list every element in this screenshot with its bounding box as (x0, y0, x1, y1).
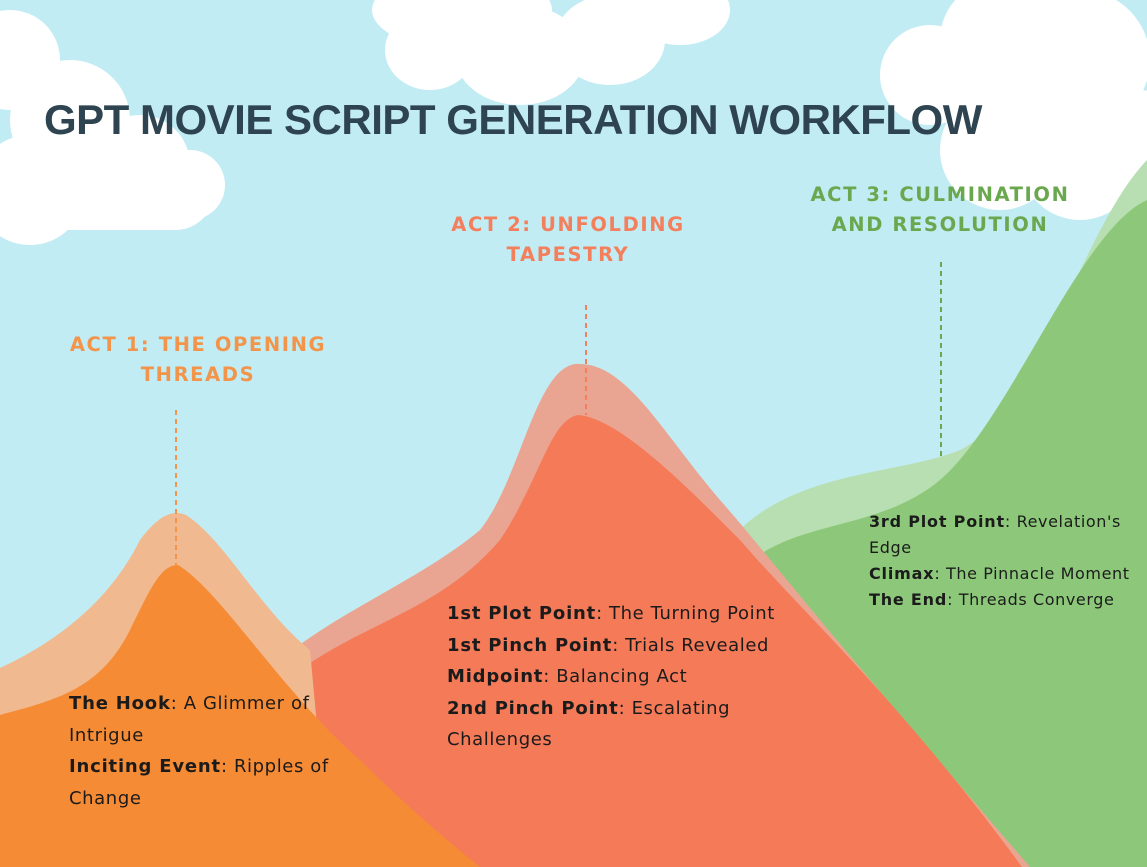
act2-heading-line: ACT 2: UNFOLDING (451, 213, 685, 236)
beat-name: 1st Pinch Point (447, 634, 613, 656)
beat-description: : The Turning Point (596, 603, 775, 624)
beat-description: : Trials Revealed (612, 634, 770, 656)
beat-name: 1st Plot Point (447, 603, 597, 624)
beat-name: 2nd Pinch Point (447, 697, 619, 719)
beat-name: Climax (869, 564, 935, 583)
act1-mountain (0, 565, 480, 867)
act2-beats: 1st Plot Point: The Turning Point 1st Pi… (447, 598, 827, 756)
beat-description: : Threads Converge (947, 590, 1115, 609)
beat-description: : Revelation's Edge (869, 512, 1121, 557)
act1-heading: ACT 1: THE OPENING THREADS (38, 330, 358, 390)
beat-name: Inciting Event (69, 756, 221, 777)
beat-item: The End: Threads Converge (869, 587, 1141, 613)
beat-description: : Ripples of Change (69, 756, 329, 809)
beat-name: The Hook (69, 693, 171, 714)
cloud-right (880, 0, 1147, 220)
beat-name: The End (869, 590, 948, 609)
act3-heading: ACT 3: CULMINATION AND RESOLUTION (760, 180, 1120, 240)
beat-name: 3rd Plot Point (869, 512, 1005, 531)
beat-item: The Hook: A Glimmer of Intrigue (69, 688, 369, 751)
beat-name: Midpoint (447, 666, 544, 687)
act3-heading-line: AND RESOLUTION (831, 213, 1049, 236)
beat-item: 3rd Plot Point: Revelation's Edge (869, 509, 1141, 561)
beat-item: 1st Plot Point: The Turning Point (447, 598, 827, 630)
beat-description: : Escalating Challenges (447, 697, 731, 751)
act1-heading-line: THREADS (140, 363, 256, 386)
act3-beats: 3rd Plot Point: Revelation's Edge Climax… (869, 509, 1141, 613)
page-title: GPT MOVIE SCRIPT GENERATION WORKFLOW (44, 96, 982, 143)
act3-heading-line: ACT 3: CULMINATION (810, 183, 1070, 206)
beat-item: Midpoint: Balancing Act (447, 661, 827, 693)
act1-beats: The Hook: A Glimmer of Intrigue Inciting… (69, 688, 369, 814)
act2-heading-line: TAPESTRY (506, 243, 630, 266)
beat-description: : A Glimmer of Intrigue (69, 693, 310, 746)
act2-mountain (260, 415, 1022, 867)
beat-description: : Balancing Act (543, 666, 688, 687)
act1-heading-line: ACT 1: THE OPENING (69, 333, 327, 356)
cloud-top (372, 0, 730, 105)
beat-item: Climax: The Pinnacle Moment (869, 561, 1141, 587)
beat-item: 1st Pinch Point: Trials Revealed (447, 630, 827, 662)
cloud-left (0, 10, 225, 245)
beat-description: : The Pinnacle Moment (934, 564, 1130, 583)
beat-item: 2nd Pinch Point: Escalating Challenges (447, 693, 827, 756)
act2-heading: ACT 2: UNFOLDING TAPESTRY (418, 210, 718, 270)
beat-item: Inciting Event: Ripples of Change (69, 751, 369, 814)
